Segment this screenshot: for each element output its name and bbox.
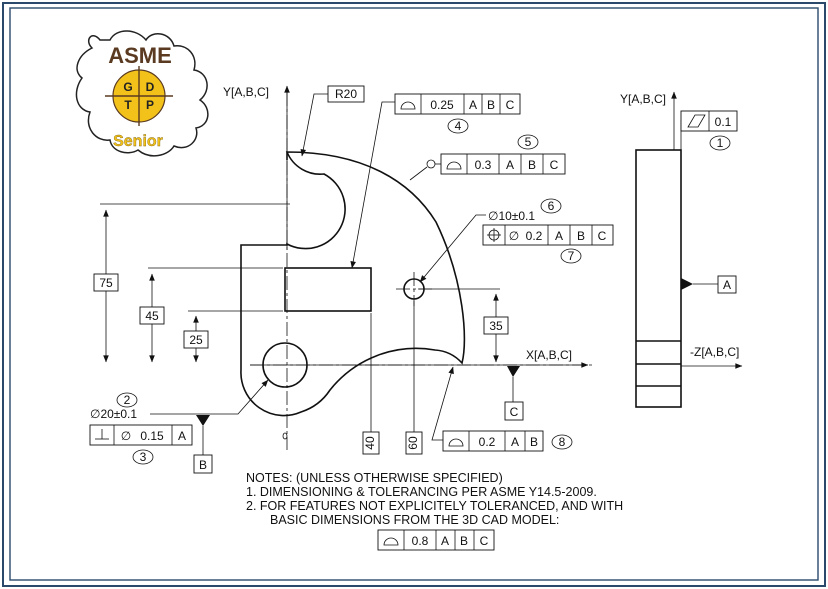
callout-4: 4 (455, 119, 462, 133)
fcf-notes-tol: 0.8 (412, 534, 429, 548)
datum-a: A (723, 278, 731, 292)
inner-frame (9, 7, 819, 581)
asme-logo: ASME G D T P Senior (75, 30, 209, 157)
label-z-side: -Z[A,B,C] (690, 345, 739, 359)
fcf-4-d3: C (506, 98, 515, 112)
fcf-4-d2: B (487, 98, 495, 112)
callout-2: 2 (124, 393, 131, 407)
fcf-4: 0.25 A B C (394, 93, 521, 115)
label-y-side: Y[A,B,C] (620, 92, 666, 106)
callout-3: 3 (140, 450, 147, 464)
callout-8: 8 (559, 435, 566, 449)
dim-60: 60 (406, 436, 420, 450)
fcf-7-dia: ∅ (509, 229, 519, 243)
fcf-7-d1: A (555, 229, 563, 243)
fcf-notes-d2: B (460, 534, 468, 548)
fcf-notes-d3: C (480, 534, 489, 548)
fcf-3: ∅ 0.15 A (89, 424, 193, 446)
fcf-5-d2: B (528, 158, 536, 172)
dim-r20: R20 (335, 87, 357, 101)
fcf-7-d2: B (577, 229, 585, 243)
logo-tag: Senior (113, 133, 163, 150)
fcf-5-tol: 0.3 (475, 158, 492, 172)
fcf-notes: 0.8 A B C (377, 529, 495, 551)
fcf-notes-d1: A (441, 534, 449, 548)
callout-1: 1 (717, 136, 724, 150)
fcf-1-tol: 0.1 (715, 115, 732, 129)
dim-45: 45 (145, 309, 159, 323)
fcf-4-d1: A (469, 98, 477, 112)
fcf-3-dia: ∅ (121, 429, 131, 443)
notes-title: NOTES: (UNLESS OTHERWISE SPECIFIED) (246, 471, 503, 485)
datum-c: C (510, 405, 519, 419)
label-x-front: X[A,B,C] (526, 348, 572, 362)
part-outline-front (240, 151, 466, 417)
notes-line-3: BASIC DIMENSIONS FROM THE 3D CAD MODEL: (270, 513, 559, 527)
fcf-4-tol: 0.25 (430, 98, 454, 112)
dim-40: 40 (363, 436, 377, 450)
fcf-3-d1: A (178, 429, 186, 443)
logo-letter-t: T (124, 98, 132, 112)
fcf-5-d3: C (550, 158, 559, 172)
label-y-front: Y[A,B,C] (223, 85, 269, 99)
fcf-8-d1: A (511, 435, 519, 449)
hole-small-size: ∅10±0.1 (488, 209, 535, 223)
notes-line-2: 2. FOR FEATURES NOT EXPLICITELY TOLERANC… (246, 499, 623, 513)
fcf-7: ∅ 0.2 A B C (482, 224, 614, 246)
fcf-3-tol: 0.15 (140, 429, 164, 443)
callout-6: 6 (548, 199, 555, 213)
fcf-8: 0.2 A B (442, 430, 544, 452)
logo-letter-d: D (146, 80, 155, 94)
dim-35: 35 (489, 319, 503, 333)
notes-line-1: 1. DIMENSIONING & TOLERANCING PER ASME Y… (246, 485, 597, 499)
fcf-7-tol: 0.2 (526, 229, 543, 243)
fcf-1: 0.1 (680, 110, 738, 132)
fcf-5: 0.3 A B C (440, 153, 566, 175)
hole-large-size: ∅20±0.1 (90, 407, 137, 421)
fcf-8-tol: 0.2 (479, 435, 496, 449)
logo-brand: ASME (108, 43, 172, 68)
logo-letter-p: P (146, 98, 154, 112)
fcf-8-d2: B (530, 435, 538, 449)
logo-letter-g: G (123, 80, 132, 94)
slot-rect (284, 267, 372, 312)
datum-b: B (199, 458, 207, 472)
callout-5: 5 (525, 135, 532, 149)
dim-75: 75 (99, 276, 113, 290)
side-view-body (635, 149, 682, 408)
callout-7: 7 (568, 249, 575, 263)
fcf-5-d1: A (506, 158, 514, 172)
fcf-7-d3: C (598, 229, 607, 243)
dim-25: 25 (189, 333, 203, 347)
